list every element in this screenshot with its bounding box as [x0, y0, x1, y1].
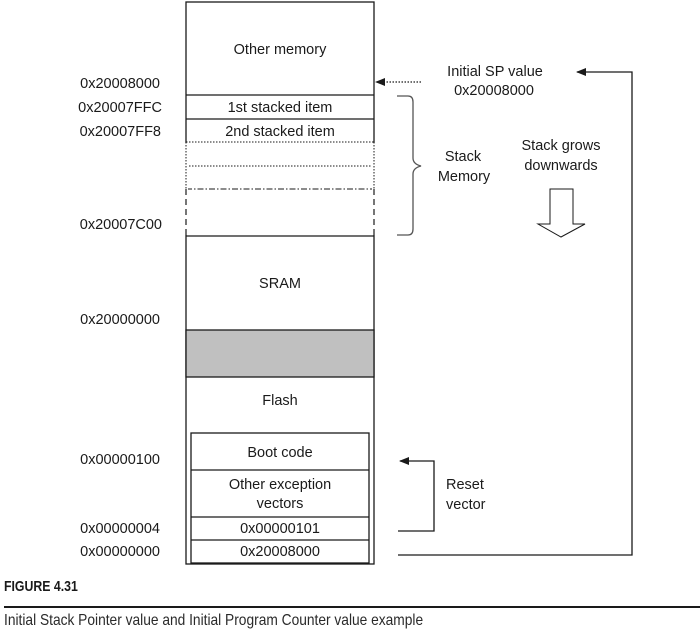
- stack-memory-brace: [397, 95, 422, 236]
- reset-vector-value: 0x00000101: [240, 521, 320, 537]
- address-20007FF8: 0x20007FF8: [80, 124, 161, 140]
- stack-empty-slots: [184, 142, 376, 236]
- figure-divider: [4, 606, 700, 608]
- stack-memory-label-line1: Stack: [445, 149, 482, 165]
- reset-vector-label-line1: Reset: [446, 477, 484, 493]
- initial-sp-label-line2: 0x20008000: [454, 83, 534, 99]
- initial-sp-label-line1: Initial SP value: [447, 64, 543, 80]
- second-stacked-item-label: 2nd stacked item: [225, 124, 335, 140]
- reset-vector-arrow: [398, 457, 435, 532]
- address-00000004: 0x00000004: [80, 521, 160, 537]
- flash-label: Flash: [262, 393, 297, 409]
- sram-label: SRAM: [259, 276, 301, 292]
- stack-grows-label-line2: downwards: [524, 158, 597, 174]
- region-second-stacked-item: 2nd stacked item: [186, 124, 374, 143]
- other-vectors-label-line1: Other exception: [229, 477, 331, 493]
- region-other-memory-label: Other memory: [234, 42, 327, 58]
- memory-map-diagram: Other memory 1st stacked item 2nd stacke…: [78, 1, 633, 565]
- stack-grows-down-arrow-icon: [536, 188, 586, 238]
- address-20007C00: 0x20007C00: [80, 217, 162, 233]
- region-first-stacked-item: 1st stacked item: [186, 100, 374, 120]
- other-vectors-label-line2: vectors: [257, 496, 304, 512]
- reset-vector-label-line2: vector: [446, 497, 486, 513]
- region-reserved: [185, 329, 375, 378]
- initial-sp-fetch-arrow: [398, 68, 633, 556]
- initial-sp-value: 0x20008000: [240, 544, 320, 560]
- region-flash: Flash: [262, 393, 297, 409]
- address-00000000: 0x00000000: [80, 544, 160, 560]
- region-sram: SRAM: [186, 235, 374, 292]
- stack-grows-label-line1: Stack grows: [522, 138, 601, 154]
- stack-memory-label-line2: Memory: [438, 169, 491, 185]
- boot-code-label: Boot code: [247, 445, 312, 461]
- figure-title: FIGURE 4.31: [4, 578, 78, 595]
- region-other-memory: Other memory: [186, 42, 374, 96]
- address-20000000: 0x20000000: [80, 312, 160, 328]
- vector-table: Boot code Other exception vectors 0x0000…: [190, 432, 370, 564]
- address-labels: 0x20008000 0x20007FFC 0x20007FF8 0x20007…: [78, 76, 162, 560]
- address-00000100: 0x00000100: [80, 452, 160, 468]
- figure-caption: Initial Stack Pointer value and Initial …: [4, 612, 424, 629]
- memory-column: [185, 1, 375, 565]
- first-stacked-item-label: 1st stacked item: [228, 100, 333, 116]
- address-20007FFC: 0x20007FFC: [78, 100, 162, 116]
- address-20008000: 0x20008000: [80, 76, 160, 92]
